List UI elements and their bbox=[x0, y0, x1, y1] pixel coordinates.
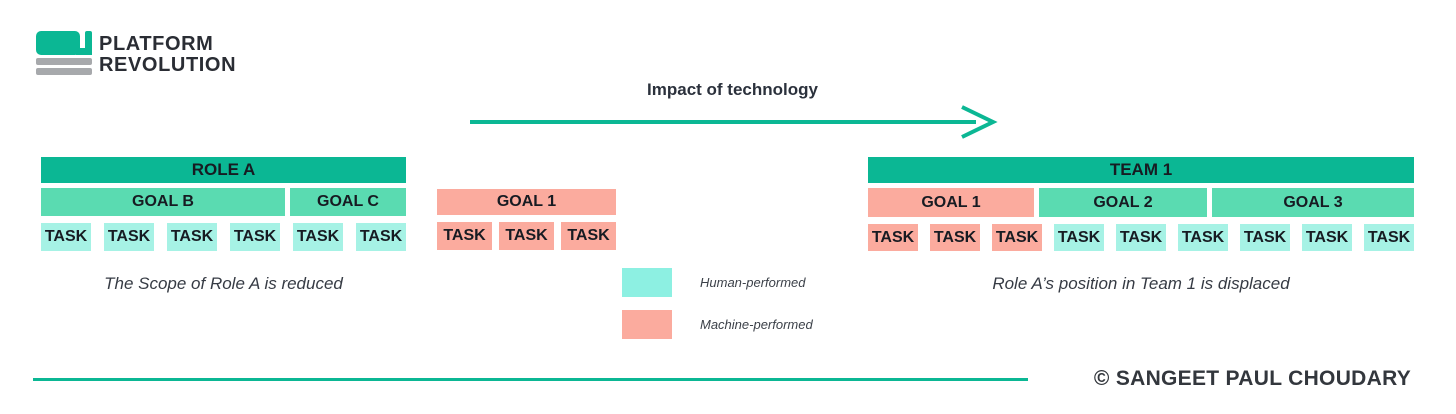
logo-line2: REVOLUTION bbox=[99, 54, 237, 76]
team-1-task-row: TASK TASK TASK TASK TASK TASK TASK TASK … bbox=[868, 224, 1414, 252]
task-box: TASK bbox=[1116, 224, 1166, 251]
copyright-credit: © SANGEET PAUL CHOUDARY bbox=[1093, 367, 1412, 390]
task-box: TASK bbox=[499, 222, 554, 250]
task-box: TASK bbox=[437, 222, 492, 250]
task-box: TASK bbox=[1364, 224, 1414, 251]
footer-divider-line bbox=[33, 378, 1028, 381]
task-box: TASK bbox=[1178, 224, 1228, 251]
team-1-goal-row: GOAL 1 GOAL 2 GOAL 3 bbox=[868, 188, 1414, 217]
right-caption: Role A’s position in Team 1 is displaced bbox=[992, 274, 1290, 293]
role-a-block: ROLE A GOAL B GOAL C TASK TASK TASK TASK… bbox=[41, 157, 406, 251]
task-box: TASK bbox=[104, 223, 154, 251]
task-box: TASK bbox=[1054, 224, 1104, 251]
human-performed-label: Human-performed bbox=[700, 275, 806, 290]
goal-c-bar: GOAL C bbox=[290, 188, 406, 216]
legend-row-machine: Machine-performed bbox=[622, 310, 813, 339]
impact-of-technology-label: Impact of technology bbox=[647, 80, 818, 99]
left-caption: The Scope of Role A is reduced bbox=[104, 274, 343, 293]
task-box: TASK bbox=[1240, 224, 1290, 251]
task-box: TASK bbox=[41, 223, 91, 251]
goal-1-machine-block: GOAL 1 TASK TASK TASK bbox=[437, 189, 616, 250]
platform-logo-icon bbox=[36, 31, 92, 75]
goal-b-bar: GOAL B bbox=[41, 188, 285, 216]
team-1-bar: TEAM 1 bbox=[868, 157, 1414, 183]
team1-goal-1-bar: GOAL 1 bbox=[868, 188, 1034, 217]
machine-performed-swatch bbox=[622, 310, 672, 339]
goal-1-task-row: TASK TASK TASK bbox=[437, 222, 616, 250]
right-arrow-icon bbox=[470, 105, 998, 139]
role-a-task-row: TASK TASK TASK TASK TASK TASK bbox=[41, 223, 406, 251]
role-a-bar: ROLE A bbox=[41, 157, 406, 183]
task-box: TASK bbox=[992, 224, 1042, 251]
machine-performed-label: Machine-performed bbox=[700, 317, 813, 332]
task-box: TASK bbox=[561, 222, 616, 250]
team-1-block: TEAM 1 GOAL 1 GOAL 2 GOAL 3 TASK TASK TA… bbox=[868, 157, 1414, 252]
task-box: TASK bbox=[868, 224, 918, 251]
task-box: TASK bbox=[167, 223, 217, 251]
goal-1-bar: GOAL 1 bbox=[437, 189, 616, 215]
legend: Human-performed Machine-performed bbox=[622, 268, 813, 352]
logo-line1: PLATFORM bbox=[99, 33, 214, 55]
task-box: TASK bbox=[230, 223, 280, 251]
team1-goal-2-bar: GOAL 2 bbox=[1039, 188, 1207, 217]
task-box: TASK bbox=[293, 223, 343, 251]
human-performed-swatch bbox=[622, 268, 672, 297]
team1-goal-3-bar: GOAL 3 bbox=[1212, 188, 1414, 217]
role-a-goal-row: GOAL B GOAL C bbox=[41, 188, 406, 216]
task-box: TASK bbox=[356, 223, 406, 251]
legend-row-human: Human-performed bbox=[622, 268, 813, 297]
task-box: TASK bbox=[930, 224, 980, 251]
task-box: TASK bbox=[1302, 224, 1352, 251]
